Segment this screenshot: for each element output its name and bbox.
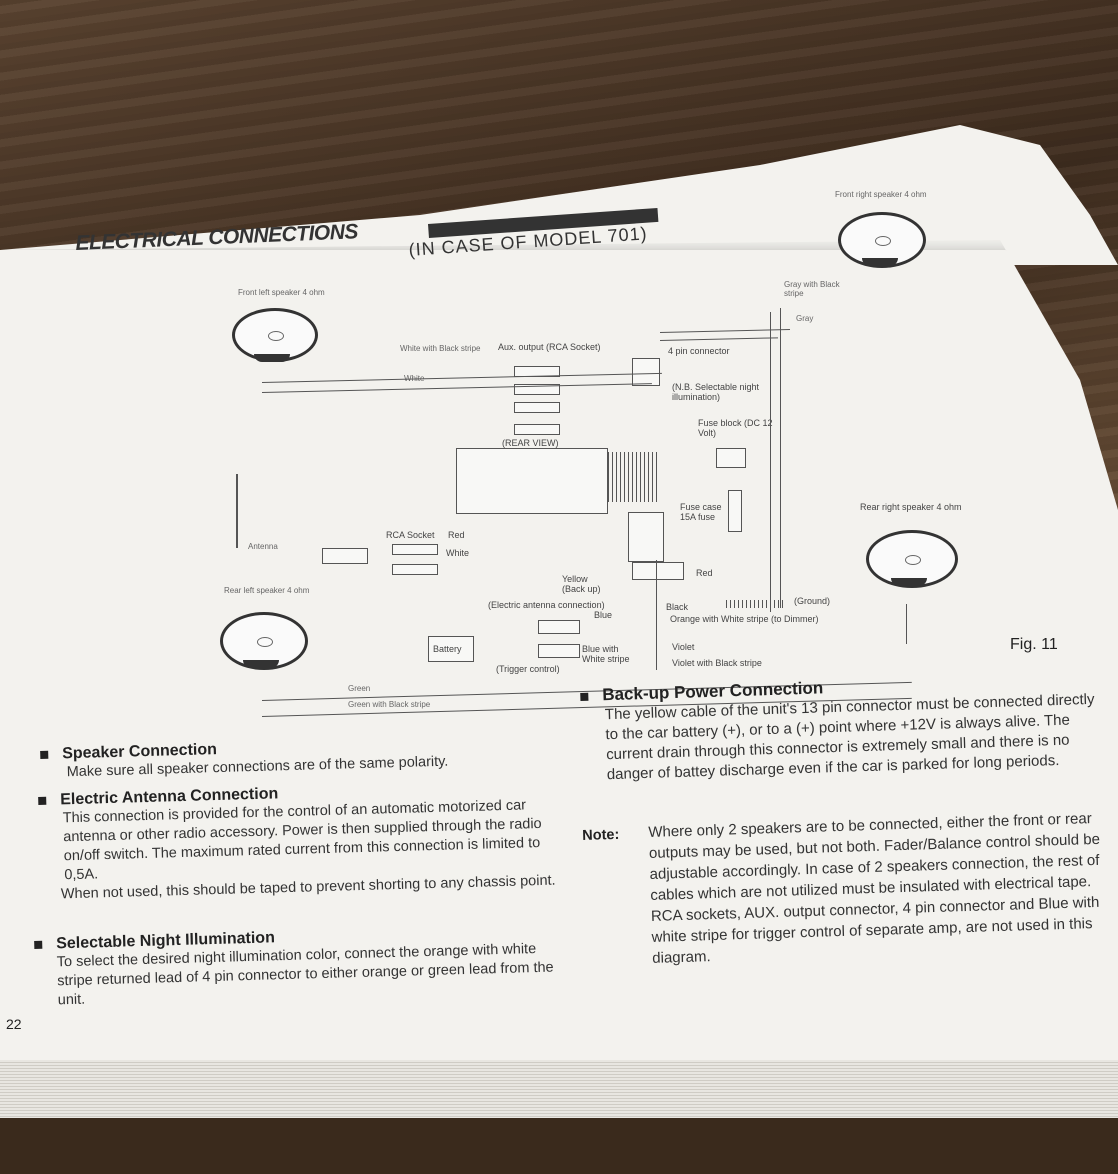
fuse-block bbox=[716, 448, 746, 468]
orange-white-label: Orange with White stripe (to Dimmer) bbox=[670, 614, 819, 624]
green-label: Green bbox=[348, 684, 371, 693]
yellow-backup-label: Yellow (Back up) bbox=[562, 574, 601, 594]
electric-antenna-section: Electric Antenna Connection This connect… bbox=[38, 777, 567, 905]
rear-view-label: (REAR VIEW) bbox=[502, 438, 559, 448]
green-black-label: Green with Black stripe bbox=[348, 700, 431, 709]
rear-left-speaker-base bbox=[243, 660, 279, 668]
rca-socket-2 bbox=[392, 564, 438, 575]
rca-socket-label: RCA Socket bbox=[386, 530, 435, 540]
aux-socket-3 bbox=[514, 402, 560, 413]
antenna-mast bbox=[236, 474, 238, 548]
note-label: Note: bbox=[582, 826, 620, 844]
blue-label: Blue bbox=[594, 610, 613, 620]
blue-white-label: Blue with White stripe bbox=[582, 644, 630, 664]
violet-label: Violet bbox=[672, 642, 695, 652]
note-section: Where only 2 speakers are to be connecte… bbox=[648, 807, 1114, 968]
rca-socket-1 bbox=[392, 544, 438, 555]
front-right-speaker bbox=[838, 212, 926, 268]
antenna-label: Antenna bbox=[248, 542, 278, 551]
bullet-icon bbox=[40, 750, 49, 759]
white-black-label: White with Black stripe bbox=[400, 344, 481, 353]
black-ground-label: Black bbox=[666, 602, 689, 612]
fuse-case-label: Fuse case 15A fuse bbox=[680, 502, 722, 522]
bullet-icon bbox=[38, 796, 47, 805]
front-right-speaker-base bbox=[862, 258, 898, 266]
antenna-plug bbox=[322, 548, 368, 564]
aux-socket-4 bbox=[514, 424, 560, 435]
front-left-speaker-label: Front left speaker 4 ohm bbox=[238, 288, 325, 297]
red-power-label: Red bbox=[696, 568, 713, 578]
blue-connector bbox=[538, 620, 580, 634]
gray-label: Gray bbox=[796, 314, 814, 323]
wire-rear-right-vertical bbox=[906, 604, 907, 644]
page-stack-edge bbox=[0, 1060, 1118, 1120]
gray-black-label: Gray with Black stripe bbox=[784, 280, 840, 298]
wire-front-right-vertical-1 bbox=[770, 312, 771, 612]
rear-right-speaker-base bbox=[891, 578, 927, 586]
front-right-speaker-label: Front right speaker 4 ohm bbox=[835, 190, 927, 199]
wire-harness-plug bbox=[632, 562, 684, 580]
fuse-case bbox=[728, 490, 742, 532]
ground-label: (Ground) bbox=[794, 596, 831, 606]
rear-right-speaker-label: Rear right speaker 4 ohm bbox=[860, 502, 962, 512]
bullet-icon bbox=[34, 940, 43, 949]
page-number: 22 bbox=[6, 1016, 22, 1032]
aux-output-label: Aux. output (RCA Socket) bbox=[498, 342, 601, 352]
rca-white-label: White bbox=[446, 548, 470, 558]
wire-front-right-vertical-2 bbox=[780, 308, 781, 608]
main-connector bbox=[628, 512, 664, 562]
wire-main-harness bbox=[656, 560, 657, 670]
figure-label: Fig. 11 bbox=[1010, 636, 1058, 653]
ground-symbol bbox=[726, 600, 786, 608]
trigger-control-label: (Trigger control) bbox=[496, 664, 560, 674]
front-left-speaker-base bbox=[254, 354, 290, 362]
night-illumination-label: (N.B. Selectable night illumination) bbox=[672, 382, 760, 402]
table-shadow bbox=[0, 1118, 1118, 1174]
four-pin-label: 4 pin connector bbox=[668, 346, 730, 356]
backup-power-text: The yellow cable of the unit's 13 pin co… bbox=[604, 690, 1095, 784]
rca-red-label: Red bbox=[448, 530, 465, 540]
head-unit-heatsink bbox=[608, 452, 658, 502]
head-unit-rear bbox=[456, 448, 608, 514]
violet-black-label: Violet with Black stripe bbox=[672, 658, 762, 668]
battery-label: Battery bbox=[433, 644, 462, 654]
aux-socket-2 bbox=[514, 384, 560, 395]
backup-power-section: Back-up Power Connection The yellow cabl… bbox=[580, 669, 1113, 786]
trigger-connector bbox=[538, 644, 580, 658]
electric-antenna-text: This connection is provided for the cont… bbox=[62, 797, 542, 884]
night-illumination-section: Selectable Night Illumination To select … bbox=[34, 921, 568, 1011]
bullet-icon bbox=[580, 692, 589, 701]
battery bbox=[428, 636, 474, 662]
note-text: Where only 2 speakers are to be connecte… bbox=[648, 810, 1101, 904]
electric-antenna-label: (Electric antenna connection) bbox=[488, 600, 605, 610]
fuse-block-label: Fuse block (DC 12 Volt) bbox=[698, 418, 773, 438]
rear-left-speaker-label: Rear left speaker 4 ohm bbox=[224, 586, 310, 595]
four-pin-connector bbox=[632, 358, 660, 386]
